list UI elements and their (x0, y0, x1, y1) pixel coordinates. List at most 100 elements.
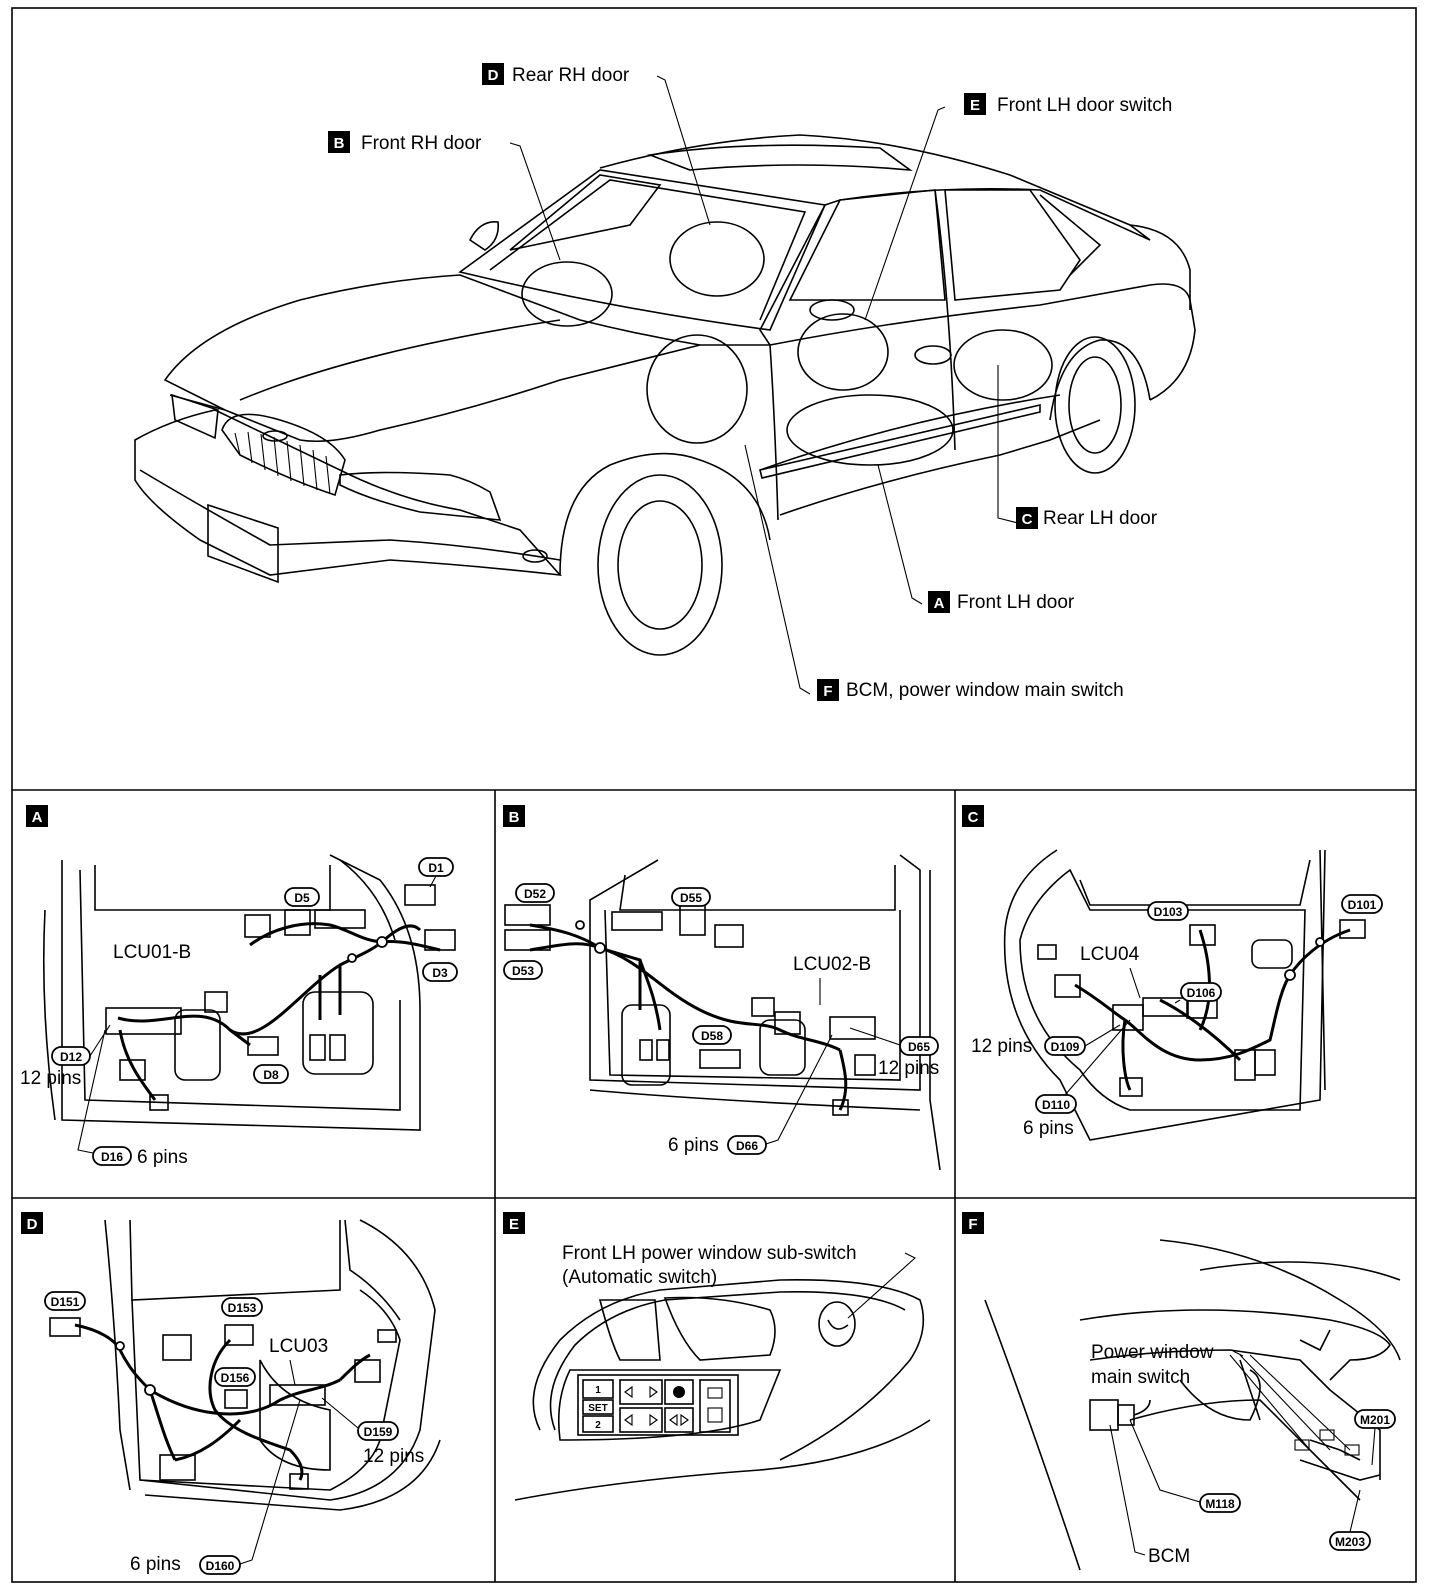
svg-text:A: A (32, 809, 43, 826)
unit-lcu03: LCU03 (269, 1336, 328, 1357)
svg-text:D16: D16 (101, 1150, 123, 1164)
svg-text:D106: D106 (1187, 986, 1216, 1000)
svg-text:D: D (27, 1216, 38, 1233)
connector-d159: D159 (357, 1421, 399, 1441)
svg-text:D110: D110 (1042, 1098, 1070, 1112)
window-switch-fl[interactable] (619, 1379, 663, 1405)
label-main-switch: main switch (1091, 1367, 1190, 1388)
connector-m201: M201 (1354, 1409, 1396, 1429)
svg-text:M201: M201 (1360, 1413, 1390, 1427)
frame (11, 7, 1417, 1583)
svg-text:D12: D12 (60, 1050, 82, 1064)
unit-lcu01-b: LCU01-B (113, 942, 191, 963)
pins-12: 12 pins (878, 1058, 939, 1079)
svg-text:F: F (968, 1216, 977, 1233)
pins-6: 6 pins (668, 1135, 719, 1156)
label-sub-switch: Front LH power window sub-switch (562, 1243, 857, 1264)
svg-text:D52: D52 (524, 887, 546, 901)
panel-b: B D52 D53 (503, 805, 941, 1171)
connector-d106: D106 (1180, 982, 1222, 1002)
connector-d110: D110 (1035, 1094, 1077, 1114)
connector-d8: D8 (253, 1064, 289, 1084)
set-button[interactable]: SET (588, 1403, 607, 1414)
connector-d101: D101 (1341, 894, 1383, 914)
svg-text:B: B (334, 135, 345, 152)
label-automatic-switch: (Automatic switch) (562, 1267, 717, 1288)
svg-text:Rear RH door: Rear RH door (512, 65, 630, 86)
connector-d58: D58 (692, 1025, 732, 1045)
connector-m203: M203 (1329, 1531, 1371, 1551)
svg-text:BCM, power window main switch: BCM, power window main switch (846, 680, 1124, 701)
svg-text:Front RH door: Front RH door (361, 133, 482, 154)
car-illustration (134, 75, 1196, 695)
connector-d12: D12 (51, 1046, 91, 1066)
lock-switch[interactable] (664, 1379, 694, 1405)
connector-d103: D103 (1147, 901, 1189, 921)
svg-text:D151: D151 (51, 1295, 80, 1309)
svg-text:F: F (823, 683, 832, 700)
svg-text:D160: D160 (206, 1559, 235, 1573)
svg-text:D5: D5 (294, 891, 310, 905)
connector-d66: D66 (727, 1135, 767, 1155)
svg-text:C: C (1022, 511, 1033, 528)
callout-front-lh-door-switch: E Front LH door switch (964, 93, 1172, 116)
svg-text:E: E (970, 97, 980, 114)
window-lock-switch[interactable] (699, 1379, 731, 1433)
svg-text:C: C (968, 809, 979, 826)
svg-text:E: E (509, 1216, 519, 1233)
svg-text:D1: D1 (428, 861, 444, 875)
svg-text:D66: D66 (736, 1139, 758, 1153)
window-switch-rr[interactable] (664, 1407, 694, 1433)
panel-e: E 1 SET 2 Front LH power window sub-swit… (503, 1212, 931, 1501)
svg-text:D: D (488, 67, 499, 84)
connector-d153: D153 (221, 1297, 263, 1317)
svg-text:Front LH door: Front LH door (957, 592, 1075, 613)
callout-bcm-main-switch: F BCM, power window main switch (817, 679, 1124, 701)
label-bcm: BCM (1148, 1546, 1190, 1567)
svg-text:D156: D156 (221, 1371, 250, 1385)
pins-6: 6 pins (1023, 1118, 1074, 1139)
memory-1-button[interactable]: 1 (595, 1385, 601, 1396)
svg-text:D159: D159 (364, 1425, 393, 1439)
callout-rear-lh-door: C Rear LH door (1016, 507, 1158, 529)
unit-lcu02-b: LCU02-B (793, 954, 871, 975)
pins-12: 12 pins (363, 1446, 424, 1467)
svg-text:D109: D109 (1051, 1040, 1080, 1054)
memory-2-button[interactable]: 2 (595, 1420, 601, 1431)
pins-12: 12 pins (971, 1036, 1032, 1057)
window-switch-rl[interactable] (619, 1407, 663, 1433)
label-power-window: Power window (1091, 1342, 1214, 1363)
svg-text:D53: D53 (512, 964, 534, 978)
connector-d55: D55 (671, 887, 711, 907)
pins-6: 6 pins (130, 1554, 181, 1575)
connector-d1: D1 (418, 857, 454, 877)
unit-lcu04: LCU04 (1080, 944, 1140, 965)
svg-text:D65: D65 (908, 1040, 930, 1054)
svg-text:D103: D103 (1154, 905, 1183, 919)
connector-d5: D5 (284, 887, 320, 907)
svg-text:D58: D58 (701, 1029, 723, 1043)
connector-d151: D151 (44, 1291, 86, 1311)
svg-text:D3: D3 (432, 966, 448, 980)
svg-text:D8: D8 (263, 1068, 279, 1082)
svg-text:A: A (934, 595, 945, 612)
svg-text:M118: M118 (1205, 1497, 1235, 1511)
connector-d65: D65 (899, 1036, 939, 1056)
svg-text:D55: D55 (680, 891, 702, 905)
callout-front-lh-door: A Front LH door (928, 591, 1075, 613)
svg-text:Front LH door switch: Front LH door switch (997, 95, 1172, 116)
panel-c: C D101 D103 D106 (962, 805, 1383, 1141)
pins-6: 6 pins (137, 1147, 188, 1168)
panel-a: A D1 (20, 805, 458, 1168)
pins-12: 12 pins (20, 1068, 81, 1089)
callout-rear-rh-door: D Rear RH door (482, 63, 630, 86)
panel-f: F M201 M118 M203 (962, 1212, 1401, 1571)
connector-d109: D109 (1044, 1036, 1086, 1056)
connector-m118: M118 (1199, 1493, 1241, 1513)
connector-d156: D156 (214, 1367, 256, 1387)
connector-d160: D160 (199, 1555, 241, 1575)
connector-d16: D16 (92, 1146, 132, 1166)
svg-text:M203: M203 (1335, 1535, 1365, 1549)
connector-d3: D3 (422, 962, 458, 982)
